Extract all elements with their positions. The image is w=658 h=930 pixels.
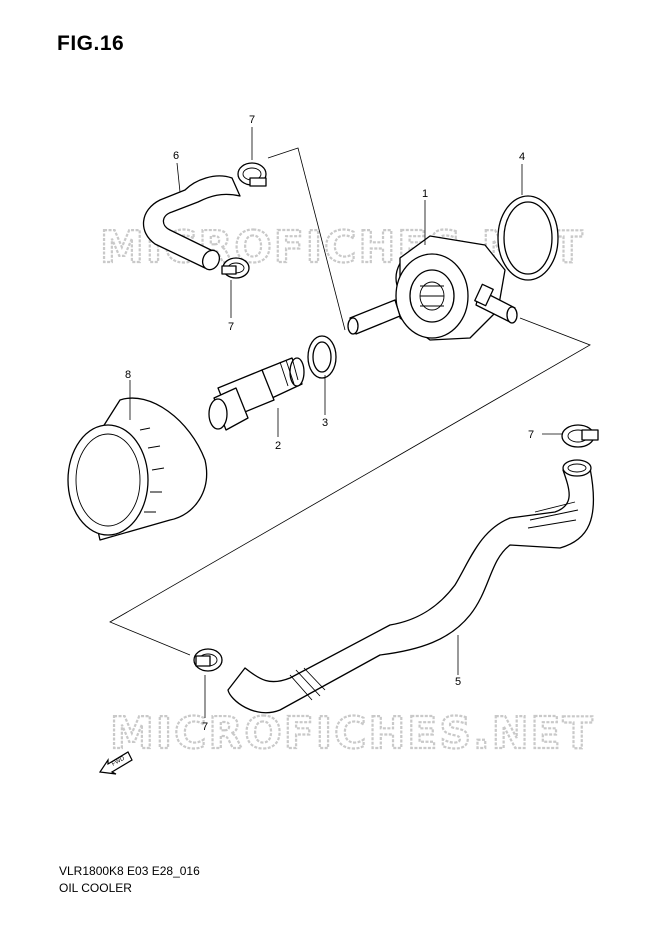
hose-clamp-part-7-middle bbox=[221, 257, 250, 279]
o-ring-part-4 bbox=[497, 195, 559, 281]
upper-hose-part-6 bbox=[142, 175, 241, 271]
callout-7-upper: 7 bbox=[249, 114, 255, 126]
callout-4: 4 bbox=[519, 151, 525, 163]
callout-2: 2 bbox=[275, 440, 281, 452]
leader-lines bbox=[129, 127, 563, 718]
hose-clamp-part-7-right bbox=[561, 424, 599, 448]
figure-title: FIG.16 bbox=[57, 32, 125, 55]
gasket-part-3 bbox=[307, 335, 337, 379]
union-bolt-part-2 bbox=[208, 357, 305, 431]
callout-7-lower: 7 bbox=[202, 721, 208, 733]
figure-description: OIL COOLER bbox=[59, 881, 132, 895]
callout-7-middle: 7 bbox=[228, 321, 234, 333]
assembly-reference-lines bbox=[109, 147, 591, 656]
figure-code: VLR1800K8 E03 E28_016 bbox=[59, 864, 200, 878]
hose-clamp-part-7-upper bbox=[237, 162, 267, 187]
callout-7-right: 7 bbox=[528, 429, 534, 441]
callout-3: 3 bbox=[322, 417, 328, 429]
hose-clamp-part-7-lower bbox=[193, 648, 223, 672]
callout-6: 6 bbox=[173, 150, 179, 162]
callout-5: 5 bbox=[455, 676, 461, 688]
callout-1: 1 bbox=[422, 188, 428, 200]
lower-hose-part-5 bbox=[227, 459, 595, 714]
oil-filter-part-8 bbox=[67, 397, 208, 541]
oil-cooler-part-1 bbox=[347, 235, 518, 341]
watermark-bottom: MICROFICHES.NET bbox=[110, 708, 595, 759]
callout-8: 8 bbox=[125, 369, 131, 381]
